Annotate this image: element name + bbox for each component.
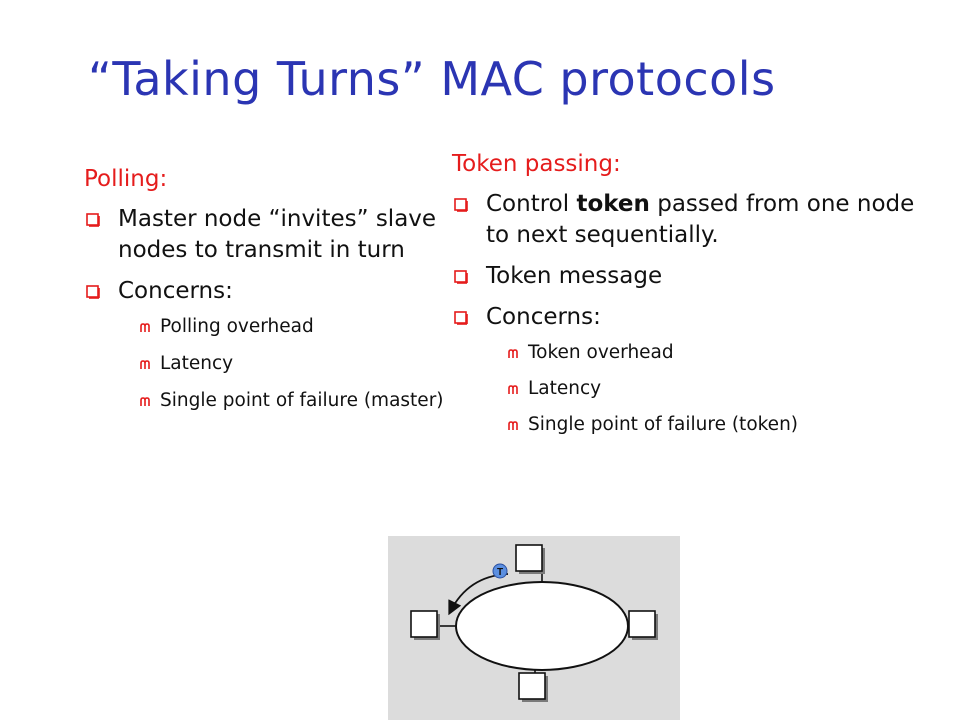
list-item-text: Token message — [486, 263, 663, 289]
square-bullet-icon — [86, 285, 100, 299]
m-bullet-icon — [140, 360, 150, 369]
text-segment: Control — [486, 191, 577, 217]
list-item: Single point of failure (master) — [118, 389, 444, 413]
token-icon: T — [492, 563, 508, 579]
list-item: Concerns: Polling overhead Latency — [84, 276, 444, 413]
ring-node-bottom — [518, 670, 548, 702]
ring-node-right — [628, 610, 658, 640]
slide-title: “Taking Turns” MAC protocols — [88, 52, 776, 106]
polling-bullet-list: Master node “invites” slave nodes to tra… — [84, 204, 444, 413]
list-item: Latency — [486, 377, 922, 401]
m-bullet-icon — [508, 385, 518, 394]
bold-token-word: token — [576, 191, 650, 217]
list-item-text: Single point of failure (token) — [528, 414, 799, 435]
list-item-text: Control token passed from one node to ne… — [486, 191, 914, 248]
list-item: Polling overhead — [118, 315, 444, 339]
square-bullet-icon — [454, 270, 468, 284]
square-bullet-icon — [454, 311, 468, 325]
list-item: Token message — [452, 261, 922, 292]
list-item-text: Latency — [160, 353, 234, 374]
list-item-text: Single point of failure (master) — [160, 390, 444, 411]
token-bullet-list: Control token passed from one node to ne… — [452, 189, 922, 437]
ring — [455, 581, 629, 671]
list-item: Single point of failure (token) — [486, 413, 922, 437]
list-item: Control token passed from one node to ne… — [452, 189, 922, 251]
token-passing-heading: Token passing: — [452, 151, 621, 177]
token-label: T — [497, 567, 503, 578]
list-item: Master node “invites” slave nodes to tra… — [84, 204, 444, 266]
list-item-text: Concerns: — [118, 278, 233, 304]
list-item-text: Master node “invites” slave nodes to tra… — [118, 206, 437, 263]
polling-column: Polling: Master node “invites” slave nod… — [84, 166, 444, 426]
square-bullet-icon — [86, 213, 100, 227]
m-bullet-icon — [140, 323, 150, 332]
list-item-text: Latency — [528, 378, 602, 399]
token-concerns-list: Token overhead Latency Single point of f… — [486, 341, 922, 437]
polling-concerns-list: Polling overhead Latency Single point of… — [118, 315, 444, 413]
token-passing-column: Token passing: Control token passed from… — [452, 151, 922, 449]
square-bullet-icon — [454, 198, 468, 212]
list-item: Latency — [118, 352, 444, 376]
list-item-text: Token overhead — [528, 342, 674, 363]
list-item-text: Polling overhead — [160, 316, 314, 337]
list-item: Concerns: Token overhead Latency — [452, 302, 922, 437]
text-segment: passed from one node to next sequentiall… — [486, 191, 915, 248]
m-bullet-icon — [508, 421, 518, 430]
list-item: Token overhead — [486, 341, 922, 365]
m-bullet-icon — [140, 397, 150, 406]
list-item-text: Concerns: — [486, 304, 601, 330]
ring-node-left — [410, 610, 456, 640]
polling-heading: Polling: — [84, 166, 168, 192]
ring-node-top — [515, 544, 545, 582]
m-bullet-icon — [508, 349, 518, 358]
token-ring-diagram: T — [388, 536, 680, 720]
